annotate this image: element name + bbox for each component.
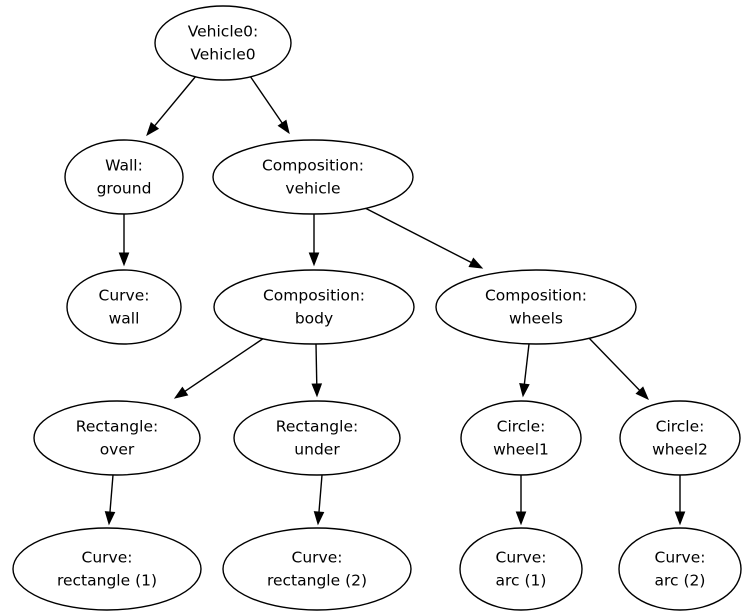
edge-arrowhead: [311, 383, 323, 398]
node-ellipse: [619, 400, 741, 476]
node-label-type: Rectangle:: [276, 418, 358, 436]
graph-edge: [587, 336, 649, 401]
edge-arrowhead: [118, 252, 130, 267]
graph-node-ground[interactable]: Wall: ground: [64, 139, 184, 215]
node-label-name: wall: [109, 310, 140, 328]
node-label-type: Composition:: [485, 287, 587, 305]
edge-arrowhead: [277, 119, 290, 135]
edge-line: [109, 474, 114, 513]
graph-node-rectangle1[interactable]: Curve: rectangle (1): [12, 527, 202, 611]
node-label-name: rectangle (2): [267, 572, 367, 590]
edge-arrowhead: [173, 386, 189, 399]
node-label-type: Curve:: [496, 549, 547, 567]
edge-arrowhead: [515, 511, 527, 526]
graph-edge: [313, 474, 325, 526]
edge-line: [315, 343, 318, 385]
node-layer: Vehicle0:Vehicle0Wall:groundComposition:…: [12, 5, 742, 611]
graph-edge: [674, 475, 686, 526]
graph-node-wall[interactable]: Curve: wall: [66, 269, 182, 345]
node-label-type: Curve:: [292, 549, 343, 567]
node-label-name: wheel1: [493, 441, 549, 459]
node-ellipse: [460, 400, 582, 476]
edge-arrowhead: [674, 511, 686, 526]
graph-edge: [515, 475, 527, 526]
node-ellipse: [222, 527, 412, 611]
edge-line: [364, 207, 472, 264]
edge-arrowhead: [468, 257, 484, 269]
node-ellipse: [212, 139, 414, 215]
node-label-type: Wall:: [105, 157, 143, 175]
node-ellipse: [459, 527, 583, 611]
node-label-type: Circle:: [497, 418, 546, 436]
node-label-type: Composition:: [262, 157, 364, 175]
graph-edge: [364, 207, 484, 269]
node-ellipse: [154, 5, 292, 81]
node-label-name: over: [100, 441, 135, 459]
graph-node-body[interactable]: Composition: body: [213, 269, 415, 345]
edge-line: [587, 336, 641, 391]
node-label-name: ground: [97, 180, 152, 198]
node-ellipse: [233, 400, 401, 476]
graph-node-wheel1[interactable]: Circle: wheel1: [460, 400, 582, 476]
edge-arrowhead: [146, 121, 160, 137]
graph-edge: [104, 474, 116, 526]
node-label-name: wheels: [509, 310, 563, 328]
graph-node-wheels[interactable]: Composition: wheels: [435, 269, 637, 345]
node-label-type: Curve:: [655, 549, 706, 567]
node-label-type: Circle:: [656, 418, 705, 436]
node-label-type: Rectangle:: [76, 418, 158, 436]
node-label-name: arc (1): [496, 572, 547, 590]
graph-edge: [308, 214, 320, 267]
graph-node-vehicle[interactable]: Composition: vehicle: [212, 139, 414, 215]
node-label-name: arc (2): [655, 572, 706, 590]
graph-node-wheel2[interactable]: Circle: wheel2: [619, 400, 741, 476]
edge-layer: [104, 75, 686, 526]
graph-edge: [173, 337, 265, 399]
graph-node-rectangle2[interactable]: Curve: rectangle (2): [222, 527, 412, 611]
node-ellipse: [618, 527, 742, 611]
node-label-name: wheel2: [652, 441, 708, 459]
graph-node-over[interactable]: Rectangle: over: [33, 400, 201, 476]
node-ellipse: [66, 269, 182, 345]
node-ellipse: [64, 139, 184, 215]
node-ellipse: [213, 269, 415, 345]
node-label-type: Curve:: [82, 549, 133, 567]
node-label-type: Vehicle0:: [188, 23, 259, 41]
graph-node-vehicle0[interactable]: Vehicle0: Vehicle0: [154, 5, 292, 81]
graph-edge: [118, 214, 130, 267]
node-label-type: Composition:: [263, 287, 365, 305]
edge-arrowhead: [519, 382, 530, 398]
graph-node-under[interactable]: Rectangle: under: [233, 400, 401, 476]
node-ellipse: [12, 527, 202, 611]
edge-arrowhead: [313, 511, 325, 526]
graph-node-arc1[interactable]: Curve: arc (1): [459, 527, 583, 611]
node-label-name: vehicle: [285, 180, 340, 198]
graph-edge: [146, 75, 197, 137]
graph-node-arc2[interactable]: Curve: arc (2): [618, 527, 742, 611]
edge-arrowhead: [635, 386, 649, 401]
node-label-name: body: [295, 310, 333, 328]
node-label-name: rectangle (1): [57, 572, 157, 590]
edge-line: [249, 75, 283, 124]
edge-line: [154, 75, 197, 127]
edge-arrowhead: [104, 511, 116, 526]
edge-arrowhead: [308, 252, 320, 267]
node-label-name: Vehicle0: [190, 46, 255, 64]
edge-line: [318, 474, 323, 513]
graph-edge: [249, 75, 290, 135]
node-label-name: under: [294, 441, 340, 459]
node-label-type: Curve:: [99, 287, 150, 305]
edge-line: [184, 337, 265, 392]
edge-line: [523, 343, 530, 385]
node-ellipse: [33, 400, 201, 476]
graph-edge: [519, 343, 530, 398]
graph-edge: [311, 343, 323, 398]
node-ellipse: [435, 269, 637, 345]
